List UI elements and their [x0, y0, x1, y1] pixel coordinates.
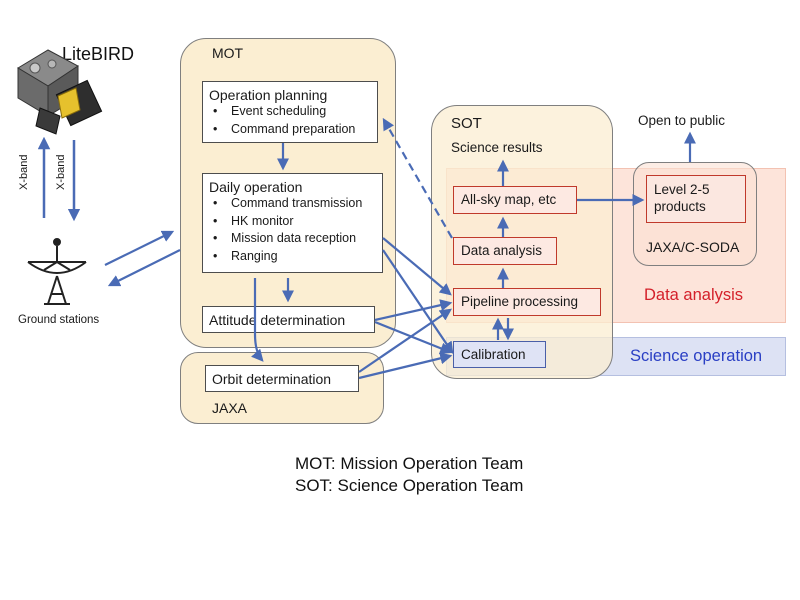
legend-mot: MOT: Mission Operation Team [295, 454, 524, 473]
satellite-illustration [17, 49, 103, 135]
list-item: Command preparation [209, 121, 371, 139]
list-item: Ranging [209, 248, 376, 266]
science-operation-region-label: Science operation [630, 347, 763, 365]
satellite-title: LiteBIRD [62, 44, 135, 64]
science-results-label: Science results [451, 140, 543, 155]
orbit-to-pipeline-arrow [358, 308, 452, 373]
sot-title: SOT [451, 115, 482, 132]
jaxa-title: JAXA [212, 400, 248, 416]
calibration-box: Calibration [453, 341, 546, 368]
ground-station-illustration [27, 238, 87, 305]
feedback-dashed-arrow [382, 117, 453, 239]
operation-planning-title: Operation planning [209, 87, 328, 103]
pipeline-processing-box: Pipeline processing [453, 288, 601, 316]
level-products-box: Level 2-5 products [646, 175, 746, 223]
list-item: Event scheduling [209, 103, 371, 121]
all-sky-map-box: All-sky map, etc [453, 186, 577, 214]
operation-planning-box: Operation planning Event scheduling Comm… [202, 81, 378, 143]
daily-to-calibration-arrow [382, 249, 454, 355]
orbit-determination-box: Orbit determination [205, 365, 359, 392]
antenna-icon [27, 238, 87, 305]
list-item: Mission data reception [209, 230, 376, 248]
list-item: HK monitor [209, 213, 376, 231]
legend-sot: SOT: Science Operation Team [295, 476, 524, 495]
attitude-to-pipeline-arrow [374, 299, 453, 322]
daily-to-pipeline-arrow [382, 237, 452, 296]
data-analysis-region-label: Data analysis [644, 286, 744, 304]
xband-arrows [37, 136, 81, 222]
mot-to-ground-arrow [107, 249, 181, 287]
attitude-determination-box: Attitude determination [202, 306, 375, 333]
orbit-to-calibration-arrow [358, 352, 453, 380]
attitude-to-orbit-arrow [251, 278, 264, 362]
open-to-public-label: Open to public [638, 113, 726, 128]
attitude-to-calibration-arrow [374, 320, 453, 355]
mot-title: MOT [212, 45, 244, 61]
level-products-label: Level 2-5 products [654, 182, 710, 214]
satellite-icon [17, 49, 103, 135]
ground-stations-label: Ground stations [18, 314, 100, 326]
data-analysis-box: Data analysis [453, 237, 557, 265]
ground-to-mot-arrow [104, 230, 175, 266]
list-item: Command transmission [209, 195, 376, 213]
csoda-title: JAXA/C-SODA [646, 239, 740, 255]
daily-operation-title: Daily operation [209, 179, 303, 195]
daily-operation-box: Daily operation Command transmission HK … [202, 173, 383, 273]
